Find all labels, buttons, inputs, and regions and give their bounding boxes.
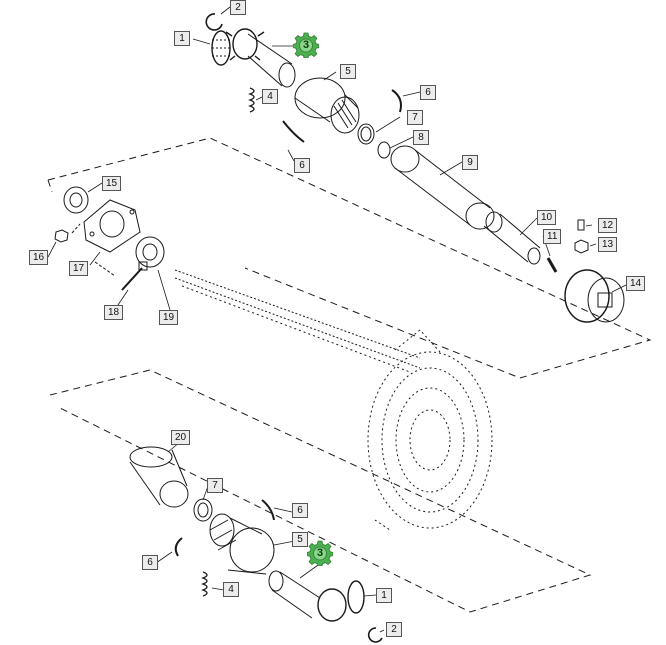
callout-13[interactable]: 13 <box>598 237 618 252</box>
callout-11[interactable]: 11 <box>543 229 562 244</box>
flange-left <box>83 199 141 253</box>
shaft-right <box>483 211 541 265</box>
callout-10[interactable]: 10 <box>537 210 557 225</box>
pin <box>546 257 558 273</box>
upper-frame-dashed <box>47 137 652 379</box>
nut-left <box>54 229 69 243</box>
upper-frame-left-edge <box>47 179 53 193</box>
gear-icon <box>293 32 319 58</box>
callout-2-upper[interactable]: 2 <box>230 0 246 15</box>
bolt <box>121 261 148 291</box>
set-screw <box>577 219 585 231</box>
nut <box>574 239 589 254</box>
tube <box>390 145 495 230</box>
callout-19[interactable]: 19 <box>159 310 179 325</box>
nut-guide-line <box>71 223 81 234</box>
callout-12[interactable]: 12 <box>598 218 618 233</box>
bearing-insert <box>135 236 165 268</box>
callout-2-lower[interactable]: 2 <box>386 622 402 637</box>
callout-18[interactable]: 18 <box>104 305 124 320</box>
sprocket-shaft-lower <box>268 570 347 622</box>
drive-chain-dotted <box>174 269 421 369</box>
callout-9[interactable]: 9 <box>462 155 478 170</box>
callout-4-upper[interactable]: 4 <box>262 89 278 104</box>
callout-15[interactable]: 15 <box>102 176 122 191</box>
callout-6-upper-left[interactable]: 6 <box>294 158 310 173</box>
sprocket-right <box>564 269 625 323</box>
bearing-left <box>63 186 89 214</box>
gear-icon <box>307 540 333 566</box>
spring-lower <box>201 571 208 597</box>
key-lower <box>174 499 275 557</box>
callout-1-upper[interactable]: 1 <box>174 31 190 46</box>
callout-1-lower[interactable]: 1 <box>376 588 392 603</box>
callout-16[interactable]: 16 <box>29 250 49 265</box>
drive-wheel-dotted <box>367 329 493 531</box>
callout-14[interactable]: 14 <box>626 276 646 291</box>
lower-frame-dashed <box>49 369 592 613</box>
callout-17[interactable]: 17 <box>69 261 89 276</box>
sprocket-shaft-upper <box>225 28 296 88</box>
key-upper-2 <box>282 120 305 143</box>
key-upper <box>391 89 402 113</box>
snap-ring-upper <box>205 13 223 31</box>
badge-number: 3 <box>316 547 324 559</box>
leader-lines <box>47 6 627 633</box>
bolt-guide-line <box>94 261 116 277</box>
callout-7-upper[interactable]: 7 <box>407 110 423 125</box>
clutch-hub-lower <box>209 513 275 575</box>
washer-lower <box>193 498 213 522</box>
callout-6-upper-right[interactable]: 6 <box>420 85 436 100</box>
tube-lower <box>129 446 189 508</box>
snap-ring-lower <box>367 627 383 643</box>
sprocket-chain-lower <box>347 580 365 614</box>
callout-20[interactable]: 20 <box>171 430 191 445</box>
callout-8[interactable]: 8 <box>413 130 429 145</box>
sprocket-chain-upper <box>211 30 231 66</box>
callout-6-lower-left[interactable]: 6 <box>142 555 158 570</box>
callout-7-lower[interactable]: 7 <box>207 478 223 493</box>
washer-upper <box>357 123 391 159</box>
callout-5-upper[interactable]: 5 <box>340 64 356 79</box>
highlight-badge-3-upper[interactable]: 3 <box>293 32 319 58</box>
highlight-badge-3-lower[interactable]: 3 <box>307 540 333 566</box>
spring-upper <box>248 87 255 113</box>
drive-chain-dotted-2 <box>181 285 411 373</box>
callout-5-lower[interactable]: 5 <box>292 532 308 547</box>
badge-number: 3 <box>302 39 310 51</box>
callout-4-lower[interactable]: 4 <box>223 582 239 597</box>
callout-6-lower-right[interactable]: 6 <box>292 503 308 518</box>
clutch-hub-upper <box>294 77 360 134</box>
